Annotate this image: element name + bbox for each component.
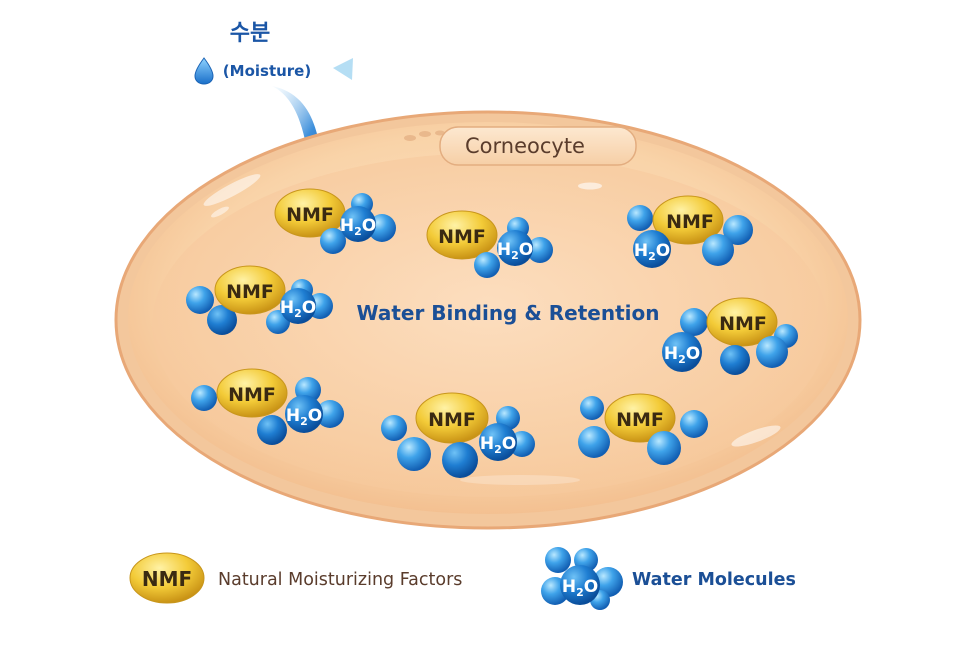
legend-nmf-badge-label: NMF	[142, 567, 192, 591]
nmf-badge	[129, 552, 205, 604]
nmf-water-complex: NMF H2O	[662, 297, 798, 375]
nmf-water-complex: NMF	[578, 393, 708, 465]
legend-item-water: H2O Water Molecules	[541, 547, 796, 610]
nmf-label: NMF	[666, 211, 714, 233]
moisture-subtitle: (Moisture)	[223, 62, 311, 80]
moisture-title: 수분	[230, 21, 270, 46]
h2o-label: H2O	[497, 240, 533, 262]
legend-item-nmf: NMF Natural Moisturizing Factors	[129, 552, 462, 604]
nmf-water-complex: NMF H2O	[274, 188, 396, 254]
legend-nmf-text: Natural Moisturizing Factors	[218, 570, 462, 590]
legend-water-text: Water Molecules	[632, 570, 796, 590]
h2o-label: H2O	[286, 406, 322, 428]
nmf-water-complex: NMF H2O	[381, 392, 535, 478]
h2o-label: H2O	[480, 434, 516, 456]
nmf-label: NMF	[438, 226, 486, 248]
h2o-label: H2O	[280, 298, 316, 320]
nmf-label: NMF	[226, 281, 274, 303]
nmf-label: NMF	[286, 204, 334, 226]
nmf-water-complex: NMF H2O	[627, 195, 753, 268]
center-text: Water Binding & Retention	[357, 301, 660, 325]
corneocyte-label-box	[439, 126, 637, 166]
nmf-water-complex: NMF H2O	[186, 265, 333, 335]
water-drop-icon	[194, 57, 214, 85]
nmf-water-complex: NMF H2O	[426, 210, 553, 278]
water-badge	[560, 565, 600, 605]
h2o-label: H2O	[664, 344, 700, 366]
legend: NMF Natural Moisturizing Factors H2O Wat…	[129, 547, 796, 610]
nmf-label: NMF	[428, 409, 476, 431]
corneocyte-label: Corneocyte	[465, 134, 585, 158]
nmf-water-complex: NMF H2O	[191, 368, 344, 445]
legend-water-badge-label: H2O	[562, 577, 598, 599]
light-triangle-icon	[333, 58, 353, 80]
nmf-label: NMF	[228, 384, 276, 406]
h2o-label: H2O	[340, 216, 376, 238]
nmf-label: NMF	[616, 409, 664, 431]
h2o-label: H2O	[634, 241, 670, 263]
nmf-label: NMF	[719, 313, 767, 335]
